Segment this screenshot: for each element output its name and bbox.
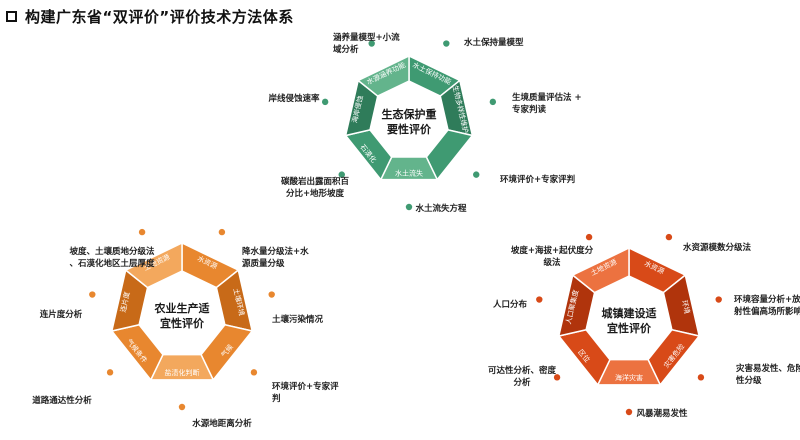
method-label-agri-1-0: 降水量分级法+水: [242, 246, 309, 257]
dot-marker-agri-5: [89, 291, 96, 298]
method-label-urban-5-0: 可达性分析、密度: [488, 365, 557, 376]
dot-marker-eco-3: [405, 203, 413, 211]
center-panel-urban: [587, 277, 671, 359]
method-label-urban-2-0: 环境容量分析+放: [734, 294, 800, 305]
dot-marker-agri-0: [218, 228, 226, 236]
method-label-eco-4-0: 水土流失方程: [414, 203, 467, 214]
method-label-agri-3-0: 环境评价+专家评: [272, 381, 339, 392]
method-label-agri-5-0: 道路通达性分析: [32, 395, 92, 406]
dot-marker-eco-6: [368, 40, 375, 47]
method-label-eco-2-0: 生境质量评估法 +: [512, 92, 582, 103]
method-label-eco-6-0: 岸线侵蚀速率: [268, 93, 320, 104]
method-label-agri-3-1: 判: [272, 393, 281, 404]
method-label-eco-5-1: 分比+地形坡度: [286, 188, 345, 199]
method-label-agri-6-0: 连片度分析: [40, 309, 83, 320]
method-label-eco-1-0: 水土保持量模型: [463, 37, 524, 48]
dot-marker-agri-3: [178, 403, 186, 411]
method-label-eco-5-0: 碳酸岩出露面积百: [281, 176, 350, 187]
heptagon-diagram-urban: 水资源环境灾害危险海洋灾害区位人口聚集度土地资源城镇建设适宜性评价坡度+海拔+起…: [488, 233, 800, 419]
method-label-urban-2-1: 射性偏高场所影响: [733, 306, 800, 317]
segment-eco-6: [356, 54, 410, 97]
method-label-urban-4-0: 风暴潮易发性: [636, 408, 688, 419]
dot-marker-eco-2: [473, 171, 480, 178]
title-square-icon: [6, 10, 17, 22]
dot-marker-eco-4: [338, 171, 345, 178]
dot-marker-eco-1: [489, 98, 497, 106]
method-label-eco-3-0: 环境评价+专家评判: [500, 174, 575, 185]
page-title-bar: 构建广东省“双评价”评价技术方法体系: [6, 4, 294, 28]
segment-urban-6: [571, 246, 630, 294]
heptagon-diagram-agri: 水资源土壤环境气候盐渍化判断气候条件连片度土地资源农业生产适宜性评价坡度、土壤质…: [32, 228, 339, 429]
dot-marker-agri-1: [268, 291, 275, 298]
dot-marker-eco-0: [443, 40, 450, 47]
center-panel-eco: [370, 82, 448, 157]
method-label-agri-1-1: 源质量分级: [242, 258, 285, 269]
method-label-urban-1-0: 水资源模数分级法: [682, 242, 752, 253]
center-title-agri-0: 农业生产适: [154, 301, 210, 315]
segment-agri-6: [124, 241, 183, 289]
method-label-eco-0-0: 涵养量模型+小流: [333, 32, 400, 43]
method-label-eco-2-1: 专家判读: [512, 104, 547, 115]
center-title-urban-1: 宜性评价: [607, 321, 652, 335]
page-title: 构建广东省“双评价”评价技术方法体系: [25, 7, 294, 26]
dot-marker-agri-6: [138, 228, 146, 236]
dot-marker-agri-4: [106, 369, 114, 376]
dot-marker-urban-6: [585, 233, 593, 241]
method-label-urban-3-1: 性分级: [736, 375, 762, 386]
dot-marker-urban-5: [536, 296, 543, 303]
heptagon-diagram-eco: 水土保持功能生物多样性维护水土流失石漠化海岸侵蚀水源涵养功能生态保护重要性评价涵…: [268, 32, 581, 214]
method-label-eco-0-1: 域分析: [333, 44, 359, 55]
dot-marker-urban-3: [625, 408, 633, 416]
segment-label-eco-3: 水土流失: [395, 169, 423, 178]
method-label-urban-3-0: 灾害易发性、危险: [736, 363, 800, 374]
segment-label-agri-3: 盐渍化判断: [165, 368, 200, 377]
method-label-agri-2-0: 土壤污染情况: [272, 314, 324, 325]
center-title-eco-1: 要性评价: [387, 122, 432, 136]
method-label-agri-0-0: 坡度、土壤质地分级法: [69, 246, 155, 257]
center-panel-agri: [140, 272, 224, 354]
dot-marker-urban-1: [715, 296, 722, 303]
method-label-urban-0-1: 级法: [542, 257, 561, 268]
method-label-urban-5-1: 分析: [513, 377, 531, 388]
method-label-agri-0-1: 、石漠化地区土层厚度: [69, 258, 155, 269]
method-label-agri-4-0: 水源地距离分析: [191, 418, 252, 429]
segment-label-urban-3: 海洋灾害: [615, 373, 643, 382]
dot-marker-urban-4: [553, 374, 561, 381]
method-label-urban-0-0: 坡度+海拔+起伏度分: [511, 245, 594, 256]
segment-label-urban-1: 环境: [680, 299, 692, 315]
center-title-eco-0: 生态保护重: [382, 107, 437, 121]
center-title-urban-0: 城镇建设适: [602, 306, 657, 320]
dot-marker-urban-0: [665, 233, 673, 241]
dot-marker-eco-5: [321, 98, 329, 106]
dot-marker-urban-2: [697, 374, 705, 381]
dot-marker-agri-2: [250, 369, 258, 376]
method-label-urban-6-0: 人口分布: [493, 299, 528, 310]
center-title-agri-1: 宜性评价: [160, 316, 205, 330]
